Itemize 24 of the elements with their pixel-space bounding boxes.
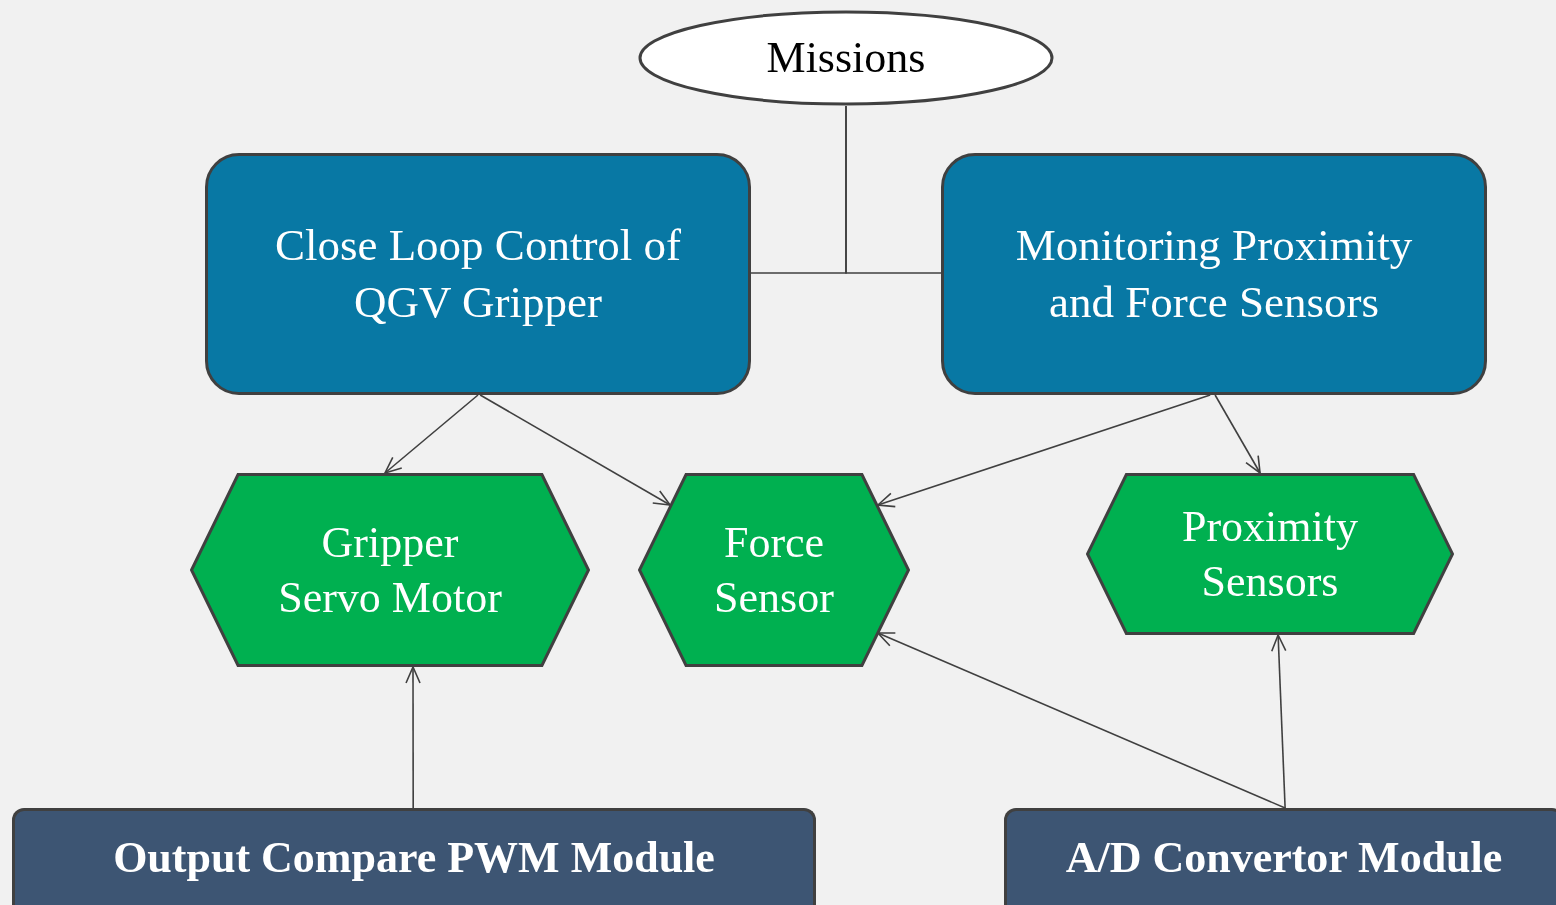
process-box xyxy=(205,153,751,395)
mission-ellipse xyxy=(638,10,1054,106)
connector-line xyxy=(845,105,942,274)
node-label: Output Compare PWM Module xyxy=(113,832,715,885)
arrow xyxy=(405,666,421,809)
component-hexagon xyxy=(190,473,590,667)
arrow xyxy=(384,394,479,474)
arrow xyxy=(479,394,671,506)
arrow xyxy=(1270,634,1287,809)
node-label: Force Sensor xyxy=(713,517,835,624)
component-hexagon xyxy=(638,473,910,667)
node-label: A/D Convertor Module xyxy=(1065,832,1503,885)
node-label: Proximity Sensors xyxy=(1180,501,1359,608)
arrow xyxy=(877,632,1286,809)
module-bar xyxy=(12,808,816,905)
node-label: Missions xyxy=(766,32,926,85)
arrow xyxy=(1214,394,1261,474)
process-box xyxy=(941,153,1487,395)
node-label: Gripper Servo Motor xyxy=(277,517,503,624)
component-hexagon xyxy=(1086,473,1454,635)
node-label: Close Loop Control of QGV Gripper xyxy=(273,218,683,329)
module-bar xyxy=(1004,808,1556,905)
arrow xyxy=(877,394,1211,508)
node-label: Monitoring Proximity and Force Sensors xyxy=(1014,218,1414,329)
